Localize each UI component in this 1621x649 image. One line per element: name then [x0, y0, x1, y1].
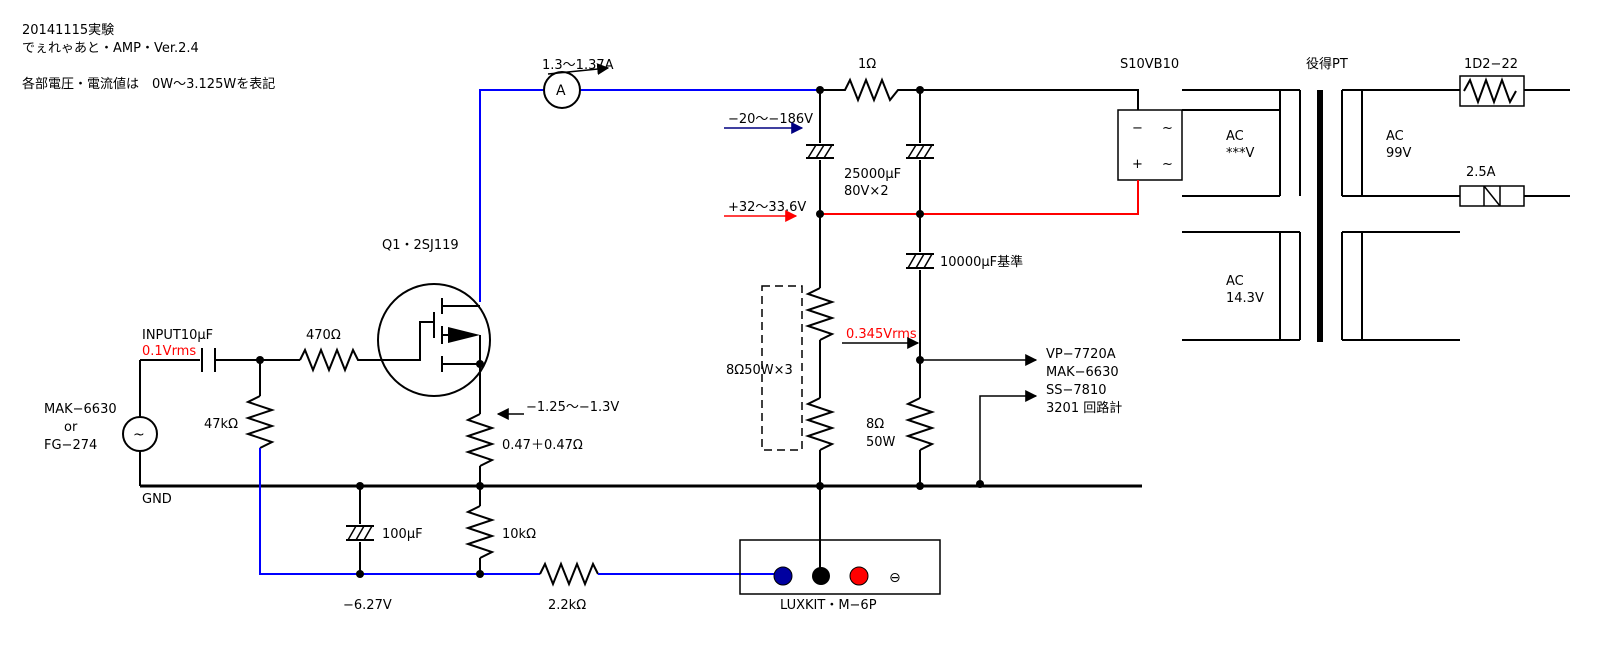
filter-cap-value: 25000μF: [844, 167, 901, 182]
input-cap-label: INPUT10μF: [142, 328, 213, 343]
negative-rail-voltage: −20〜−186V: [728, 112, 813, 127]
fuse: [1459, 185, 1570, 207]
source-resistor: [464, 364, 496, 486]
ac-secondary-label: AC: [1226, 129, 1244, 144]
filter-capacitor-left: [806, 90, 834, 214]
svg-text:~: ~: [1162, 121, 1173, 136]
filter-capacitor-right: [906, 90, 934, 214]
resistor-1ohm-label: 1Ω: [858, 57, 876, 72]
fuse-label: 2.5A: [1466, 165, 1496, 180]
resistor-47k-label: 47kΩ: [204, 417, 238, 432]
source-name-1: MAK−6630: [44, 402, 117, 417]
header-note: 各部電圧・電流値は 0W〜3.125Wを表記: [22, 76, 275, 92]
mosfet-q1: [377, 283, 491, 397]
meter-3: SS−7810: [1046, 383, 1106, 398]
thermistor-label: 1D2−22: [1464, 57, 1518, 72]
resistor-470-label: 470Ω: [306, 328, 341, 343]
load-resistor: [904, 360, 936, 486]
mosfet-label: Q1・2SJ119: [382, 238, 459, 253]
header-title: でぇれゃあと・AMP・Ver.2.4: [22, 41, 199, 56]
meter-ground-wire: [979, 390, 1038, 484]
reference-capacitor: [906, 214, 934, 358]
transformer-label: 役得PT: [1306, 56, 1348, 72]
dummy-load-resistors: [761, 214, 836, 574]
ac-secondary-value: ***V: [1226, 146, 1255, 161]
resistor-10k-label: 10kΩ: [502, 527, 536, 542]
bias-voltage-label: −1.25〜−1.3V: [526, 400, 619, 415]
ground-label: GND: [142, 492, 172, 507]
meter-2: MAK−6630: [1046, 365, 1119, 380]
signal-source: ~: [122, 360, 158, 486]
load-resistor-power: 50W: [866, 435, 896, 450]
svg-text:A: A: [556, 83, 566, 99]
bridge-rectifier: − ~ + ~: [1117, 109, 1183, 181]
gate-bias-wire: [259, 448, 540, 575]
svg-text:+: +: [1132, 157, 1143, 172]
meter-4: 3201 回路計: [1046, 400, 1122, 416]
resistor-2k2-label: 2.2kΩ: [548, 598, 586, 613]
ac-99-value: 99V: [1386, 146, 1412, 161]
meter-1: VP−7720A: [1046, 347, 1116, 362]
psu-label: LUXKIT・M−6P: [780, 598, 877, 613]
resistor-2k2: [539, 561, 599, 587]
source-name-2: FG−274: [44, 438, 97, 453]
ac-99-label: AC: [1386, 129, 1404, 144]
source-or: or: [64, 420, 78, 435]
svg-text:⊖: ⊖: [889, 570, 901, 586]
positive-rail-voltage: +32〜33.6V: [728, 200, 806, 215]
rectifier-label: S10VB10: [1120, 57, 1179, 72]
svg-text:−: −: [1132, 121, 1143, 136]
svg-text:~: ~: [1162, 157, 1173, 172]
capacitor-100uf: [346, 486, 374, 578]
svg-text:~: ~: [133, 427, 145, 443]
dummy-load-label: 8Ω50W×3: [726, 363, 793, 378]
load-resistor-value: 8Ω: [866, 417, 884, 432]
header-date: 20141115実験: [22, 22, 114, 38]
negative-bias-voltage: −6.27V: [343, 598, 392, 613]
bias-power-supply: ⊖: [739, 539, 941, 595]
positive-supply-wire: [479, 89, 820, 302]
resistor-1ohm: [816, 77, 924, 103]
source-resistor-label: 0.47＋0.47Ω: [502, 438, 583, 453]
resistor-10k: [464, 486, 496, 578]
capacitor-100uf-label: 100μF: [382, 527, 423, 542]
positive-rail-wire: [820, 180, 1139, 215]
resistor-47k: [244, 360, 276, 449]
rectifier-minus-wire: [920, 89, 1139, 110]
reference-cap-label: 10000μF基準: [940, 254, 1023, 270]
power-transformer: [1182, 89, 1460, 342]
resistor-470: [299, 321, 434, 373]
ammeter: A: [543, 63, 610, 109]
filter-cap-spec: 80V×2: [844, 184, 889, 199]
inrush-thermistor: [1459, 75, 1570, 107]
output-level: 0.345Vrms: [846, 327, 917, 342]
input-level: 0.1Vrms: [142, 344, 196, 359]
ammeter-current-label: 1.3〜1.37A: [542, 58, 614, 73]
ac-14-label: AC: [1226, 274, 1244, 289]
ac-14-value: 14.3V: [1226, 291, 1264, 306]
